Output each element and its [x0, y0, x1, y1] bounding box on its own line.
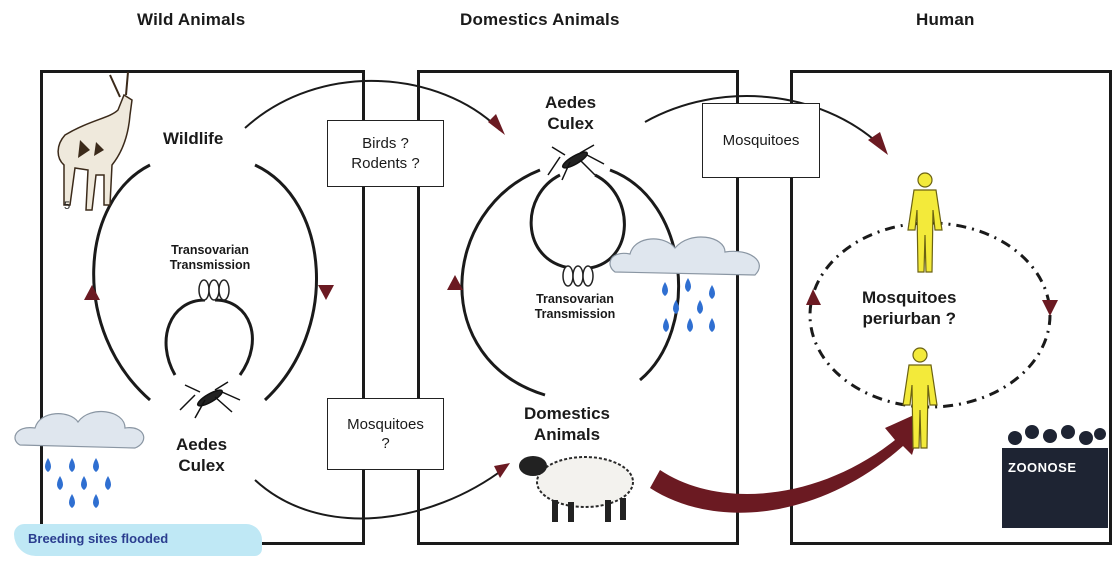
- human-figure-icon: [908, 173, 942, 272]
- wild-small-loop: [166, 300, 252, 375]
- wild-cycle-arrow-left: [84, 285, 100, 300]
- domestic-vector-label: Aedes Culex: [545, 92, 596, 135]
- mosquitoes-human-box: Mosquitoes: [702, 103, 820, 178]
- domestic-transovarian-label: Transovarian Transmission: [520, 292, 630, 322]
- big-transmission-arrow: [650, 410, 925, 513]
- domestic-small-loop: [531, 175, 624, 268]
- antelope-mark: 5: [64, 200, 70, 214]
- birds-rodents-box: Birds ? Rodents ?: [327, 120, 444, 187]
- wild-vector-label: Aedes Culex: [176, 434, 227, 477]
- sheep-icon: [519, 456, 633, 522]
- mosquito-icon-wild: [180, 382, 240, 418]
- wild-transovarian-label: Transovarian Transmission: [160, 243, 260, 273]
- cloud-icon-wild: [15, 412, 144, 448]
- crowd-icon: [1002, 425, 1108, 528]
- mosquitoes-wild-box: Mosquitoes ?: [327, 398, 444, 470]
- zoonose-label: ZOONOSE: [1008, 460, 1077, 475]
- raindrops-icon-domestic: [662, 278, 715, 332]
- domestic-eggs-icon: [563, 266, 593, 286]
- domestic-animals-label: Domestics Animals: [524, 403, 610, 446]
- cloud-icon-domestic: [610, 237, 759, 275]
- raindrops-icon-wild: [45, 458, 111, 508]
- periurban-label: Mosquitoes periurban ?: [862, 287, 956, 330]
- wild-cycle-arrow-right: [318, 285, 334, 300]
- arc-aedes-to-domestic: [255, 468, 505, 518]
- breeding-sites-label: Breeding sites flooded: [14, 524, 262, 556]
- wild-eggs-icon: [199, 280, 229, 300]
- wildlife-label: Wildlife: [163, 128, 223, 149]
